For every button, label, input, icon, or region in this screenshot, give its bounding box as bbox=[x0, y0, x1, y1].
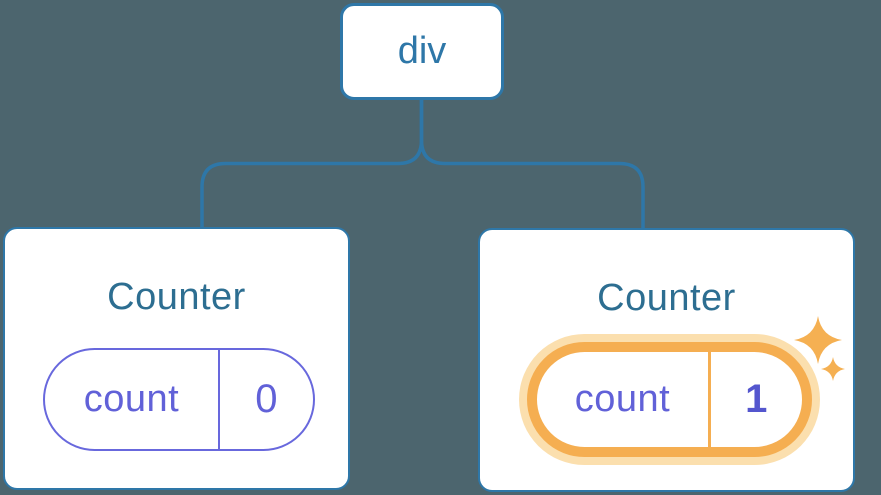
pill-divider bbox=[707, 352, 711, 447]
state-key-label: count bbox=[83, 378, 180, 420]
connector-root-to-left-counter bbox=[200, 98, 424, 228]
connector-root-to-right-counter bbox=[419, 98, 645, 229]
state-pill-count-0: count 0 bbox=[43, 348, 315, 451]
pill-divider bbox=[217, 350, 221, 449]
tree-node-div: div bbox=[340, 3, 504, 100]
state-value-label: 1 bbox=[745, 377, 768, 421]
state-key-label: count bbox=[574, 378, 671, 420]
state-pill-count-1-highlighted: count 1 bbox=[527, 342, 812, 457]
tree-node-counter-left: Counter count 0 bbox=[3, 227, 350, 490]
tree-node-counter-right: Counter count 1 bbox=[478, 228, 855, 492]
state-value-label: 0 bbox=[255, 377, 279, 421]
counter-right-title: Counter bbox=[597, 277, 736, 319]
counter-left-title: Counter bbox=[107, 276, 246, 318]
sparkles-icon bbox=[794, 316, 845, 381]
